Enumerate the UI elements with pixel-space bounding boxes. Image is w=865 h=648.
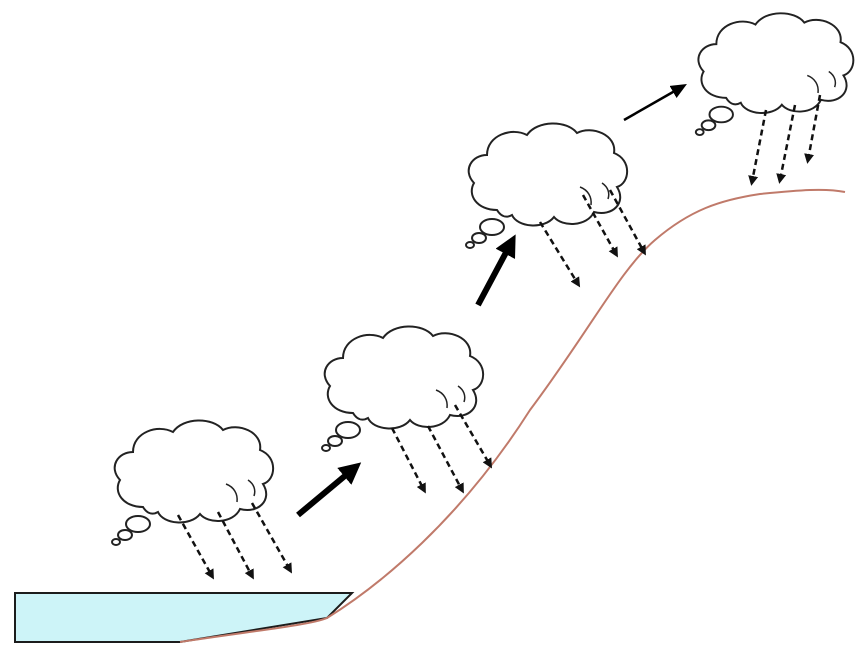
rain-arrow-icon xyxy=(455,405,490,465)
rain-arrow-icon xyxy=(392,428,424,490)
cloud-icon xyxy=(322,326,483,451)
cloud-icon xyxy=(112,420,273,545)
mountain-slope-line xyxy=(180,190,845,642)
movement-arrow-icon xyxy=(298,470,352,515)
movement-arrow-icon xyxy=(478,245,510,305)
cloud-icon xyxy=(466,123,627,248)
cloud-4 xyxy=(696,13,854,182)
water-body xyxy=(15,593,352,642)
rain-arrow-icon xyxy=(218,512,252,576)
rain-arrow-icon xyxy=(752,110,766,182)
rain-arrow-icon xyxy=(610,190,644,252)
rain-arrow-icon xyxy=(178,515,212,576)
rain-arrow-icon xyxy=(780,105,795,180)
cloud-icon xyxy=(696,13,854,135)
movement-arrow-icon xyxy=(624,88,680,120)
rain-arrow-icon xyxy=(252,503,290,570)
cloud-3 xyxy=(466,123,644,284)
cloud-1 xyxy=(112,420,290,576)
rain-arrow-icon xyxy=(428,426,462,490)
rain-arrow-icon xyxy=(540,222,578,284)
cloud-2 xyxy=(322,326,490,490)
